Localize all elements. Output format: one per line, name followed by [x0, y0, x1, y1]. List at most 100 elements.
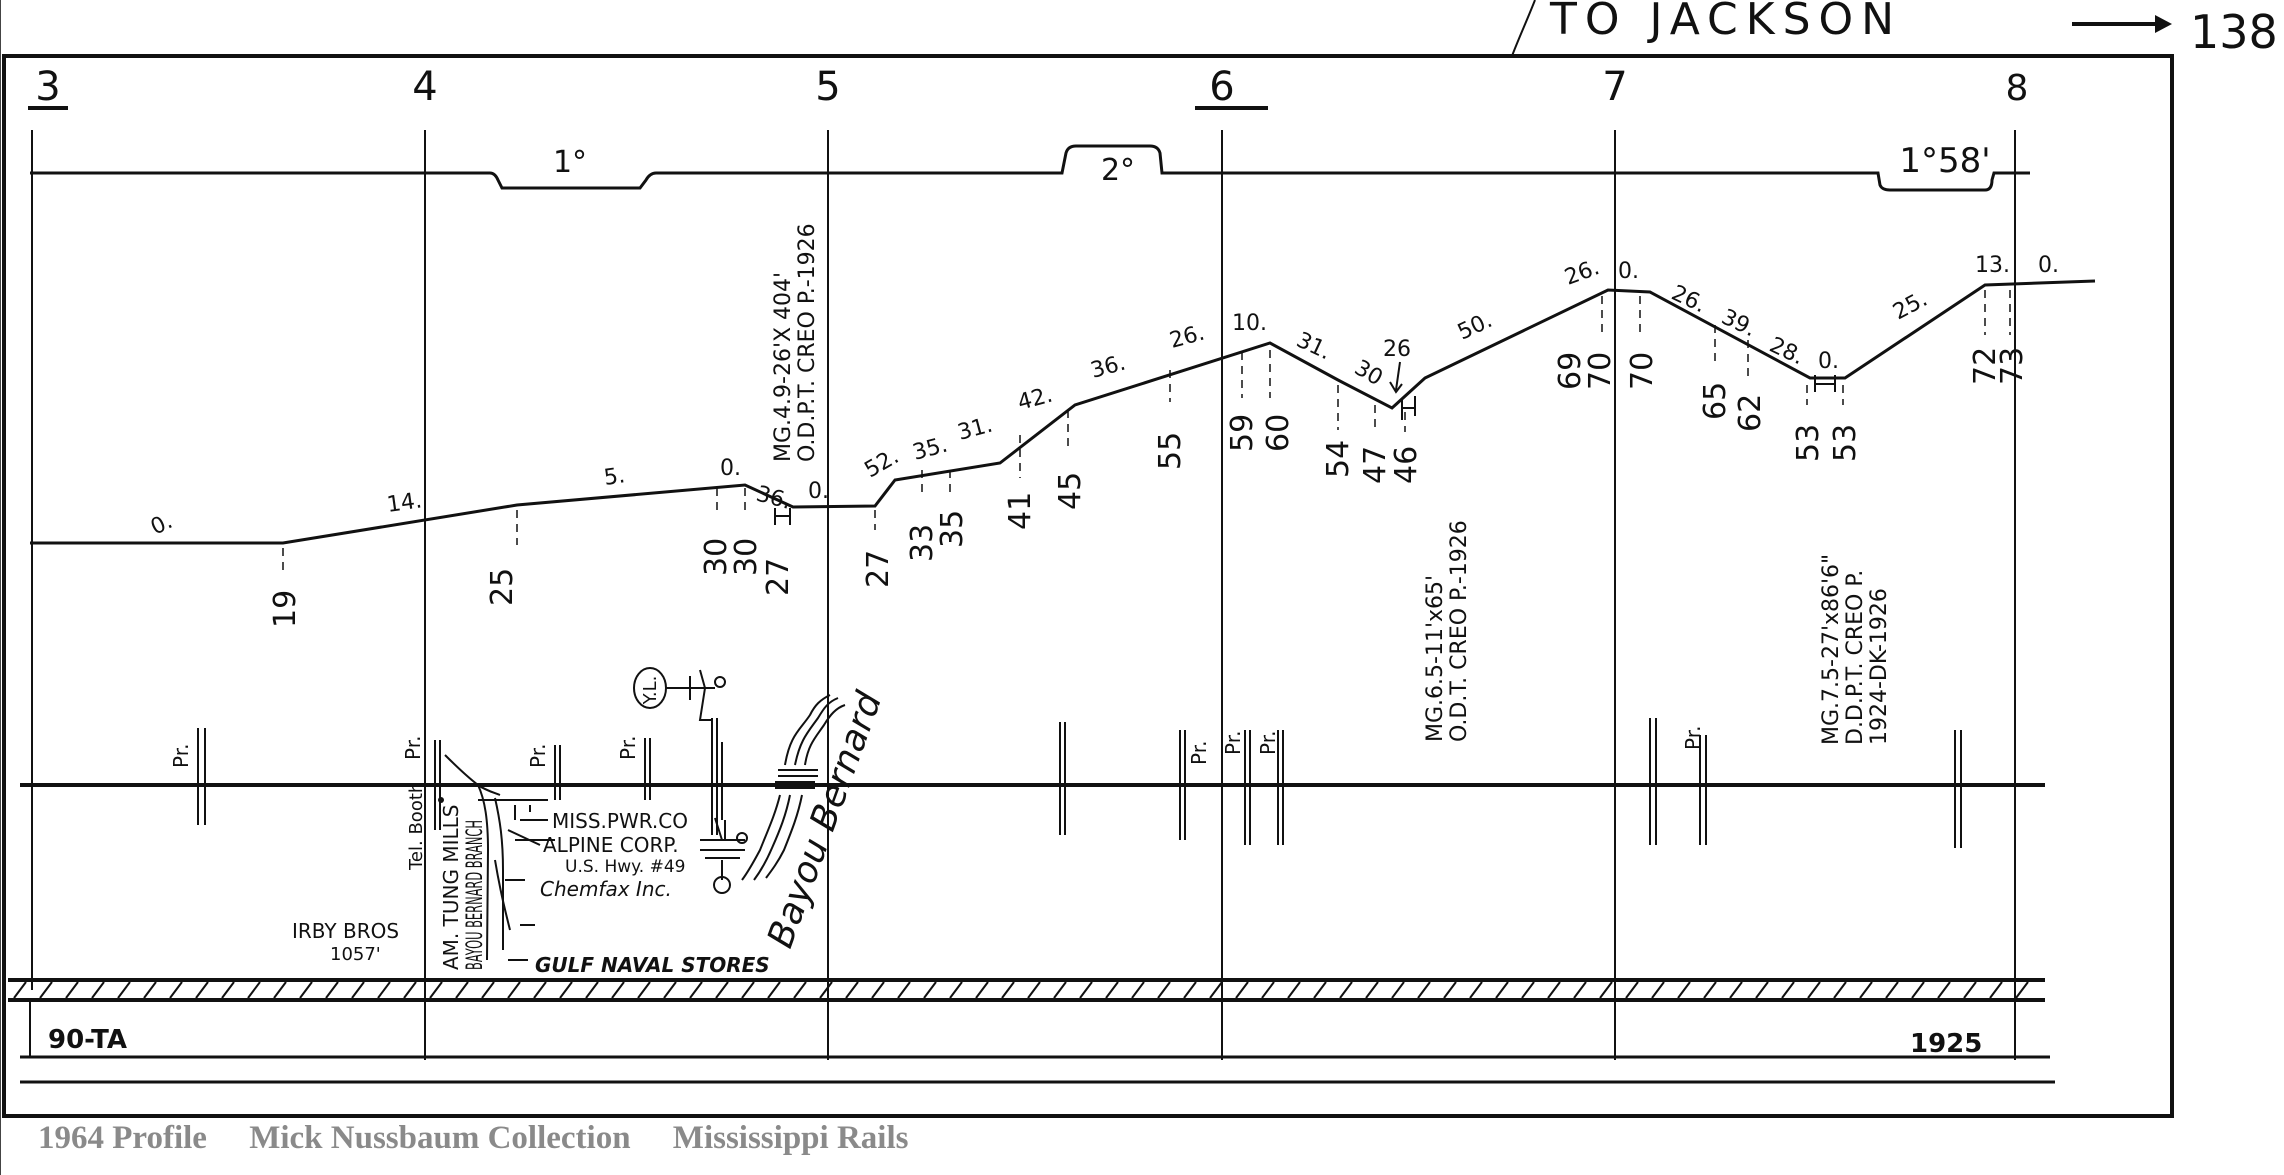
- hatch-mark: [325, 981, 339, 999]
- industry-track-sketch: [444, 754, 555, 961]
- hatch-mark: [611, 981, 625, 999]
- elevation-label: 62: [1733, 394, 1768, 432]
- milepost-6: 6: [1209, 64, 1234, 110]
- hatch-mark: [897, 981, 911, 999]
- hatch-mark: [559, 981, 573, 999]
- grade-label: 26: [1383, 337, 1411, 362]
- hatch-mark: [273, 981, 287, 999]
- crossing-label: Pr.: [401, 736, 425, 760]
- crossing-label: Pr.: [526, 744, 550, 768]
- hatch-mark: [871, 981, 885, 999]
- hatch-mark: [1963, 981, 1977, 999]
- grade-label: 0.: [720, 456, 741, 481]
- bridge-note-mg49: MG.4.9-26'X 404' O.D.P.T. CREO P.-1926: [771, 223, 820, 462]
- irby-length-label: 1057': [330, 944, 381, 965]
- chemfax-label: Chemfax Inc.: [540, 877, 672, 901]
- sheet-year-label: 1925: [1910, 1029, 1982, 1059]
- arrow-down-icon: [1389, 361, 1403, 394]
- hatch-mark: [481, 981, 495, 999]
- elevation-label: 53: [1791, 424, 1826, 462]
- us-hwy-label: U.S. Hwy. #49: [565, 857, 685, 877]
- caption-collection: Mick Nussbaum Collection: [249, 1120, 631, 1156]
- milepost-7: 7: [1602, 64, 1627, 110]
- crossing-label: Pr.: [1256, 731, 1280, 755]
- hatch-mark: [689, 981, 703, 999]
- grade-label: 0.: [1618, 259, 1639, 284]
- crossing-label: Pr.: [1221, 731, 1245, 755]
- elevation-label: 45: [1053, 472, 1088, 510]
- hatch-mark: [1521, 981, 1535, 999]
- elevation-label: 30: [699, 538, 734, 576]
- elevation-ticks: [282, 290, 2011, 575]
- hatch-mark: [1339, 981, 1353, 999]
- hatch-mark: [715, 981, 729, 999]
- tel-booth-marker: [438, 797, 444, 803]
- grade-label: 36.: [1088, 351, 1128, 384]
- hatch-mark: [1365, 981, 1379, 999]
- curvature-line: [30, 144, 2030, 192]
- grade-label: 5.: [602, 463, 626, 491]
- milepost-3: 3: [35, 64, 60, 110]
- hatch-mark: [793, 981, 807, 999]
- hatch-mark: [299, 981, 313, 999]
- elevation-label: 41: [1003, 492, 1038, 530]
- grade-label: 42.: [1015, 383, 1055, 416]
- grade-label: 26.: [1167, 321, 1207, 354]
- hatch-mark: [507, 981, 521, 999]
- elevation-label: 60: [1261, 414, 1296, 452]
- hatch-mark: [741, 981, 755, 999]
- grade-label: 35.: [910, 433, 950, 466]
- hatch-mark: [91, 981, 105, 999]
- elevation-label: 69: [1553, 352, 1588, 390]
- hatch-mark: [1911, 981, 1925, 999]
- hatch-mark: [1755, 981, 1769, 999]
- hatch-mark: [143, 981, 157, 999]
- hatch-mark: [1573, 981, 1587, 999]
- hatch-mark: [117, 981, 131, 999]
- bridge-note-line: MG.7.5-27'x86'6": [1819, 554, 1844, 745]
- right-of-way-band: [8, 978, 2045, 1002]
- elevation-label: 27: [761, 558, 796, 596]
- grade-label: 14.: [385, 488, 423, 518]
- arrow-right-icon: [2072, 15, 2172, 33]
- curve-label-2deg: 2°: [1101, 153, 1135, 188]
- next-sheet-number: 138: [2190, 5, 2278, 59]
- hatch-mark: [195, 981, 209, 999]
- hatch-mark: [247, 981, 261, 999]
- tel-booth-label: Tel. Booth: [406, 782, 427, 871]
- hatch-mark: [1443, 981, 1457, 999]
- hatch-mark: [377, 981, 391, 999]
- hatch-mark: [1833, 981, 1847, 999]
- elevation-label: 70: [1625, 352, 1660, 390]
- sheet-frame: [2, 54, 2174, 1118]
- bridge-note-line: 1924-DK-1926: [1867, 588, 1892, 745]
- crossing-label: Pr.: [169, 744, 193, 768]
- hatch-mark: [2015, 981, 2029, 999]
- hatch-mark: [1079, 981, 1093, 999]
- elevation-label: 65: [1698, 382, 1733, 420]
- milepost-5: 5: [815, 64, 840, 110]
- hatch-mark: [13, 981, 27, 999]
- elevation-label: 46: [1389, 446, 1424, 484]
- grade-label: 0.: [808, 479, 829, 504]
- hatch-mark: [1807, 981, 1821, 999]
- crossing-label: Pr.: [1187, 741, 1211, 765]
- hatch-mark: [1001, 981, 1015, 999]
- caption-title: 1964 Profile: [38, 1120, 207, 1156]
- hatch-mark: [1625, 981, 1639, 999]
- hatch-mark: [1183, 981, 1197, 999]
- grade-label: 0.: [147, 509, 177, 541]
- hatch-mark: [169, 981, 183, 999]
- hatch-mark: [1391, 981, 1405, 999]
- hatch-mark: [65, 981, 79, 999]
- hatch-mark: [1235, 981, 1249, 999]
- bridge-note-line: MG.6.5-11'x65': [1423, 575, 1448, 742]
- hatch-mark: [845, 981, 859, 999]
- grade-label: 26.: [1562, 255, 1603, 290]
- hatch-mark: [1287, 981, 1301, 999]
- crossing-labels: Pr. Pr. Pr. Pr. Pr. Pr. Pr. Pr.: [169, 726, 1705, 768]
- alpine-corp-label: ALPINE CORP.: [543, 833, 679, 857]
- milepost-4: 4: [412, 64, 437, 110]
- grade-label: 25.: [1889, 287, 1932, 326]
- hatch-mark: [221, 981, 235, 999]
